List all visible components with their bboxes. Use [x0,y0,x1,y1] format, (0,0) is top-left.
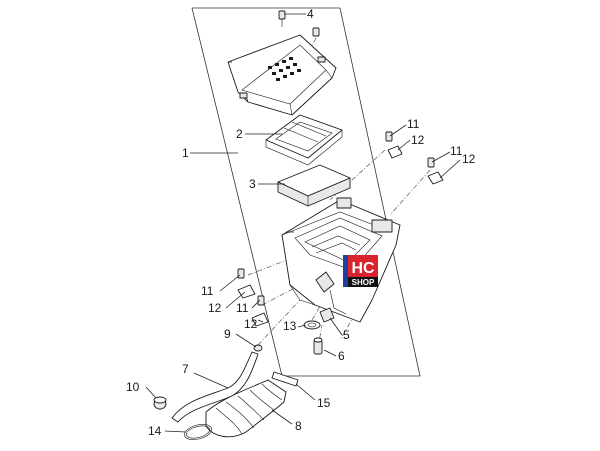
watermark-red-block [348,255,378,277]
callout-12-left-lower: 12 [244,317,258,331]
callout-1: 1 [182,146,189,160]
leader-lines [145,13,461,433]
part-2-filter-frame [265,114,343,166]
part-9-clamp [253,344,263,352]
callout-11-upper: 11 [407,117,420,131]
part-11-12-clip-left-lower [251,295,269,327]
callout-labels: 1 2 3 4 5 6 7 8 9 10 11 12 11 12 11 12 1… [126,7,476,438]
part-11-12-clip-right [427,157,444,185]
callout-2: 2 [236,127,243,141]
assembly-frame [191,7,421,377]
part-6-plug [313,337,323,355]
part-13-clamp [303,320,321,330]
watermark-black-block [348,277,378,287]
callout-3: 3 [249,177,256,191]
callout-13: 13 [283,319,297,333]
callout-4: 4 [307,7,314,21]
part-14-hose-clamp [184,424,212,440]
callout-15: 15 [317,396,331,410]
callout-11-left: 11 [201,284,214,298]
watermark-blue-bar [343,255,348,287]
part-airbox-cover [227,34,337,116]
callout-14: 14 [148,424,162,438]
callout-12-left: 12 [208,301,222,315]
hc-shop-watermark: HC SHOP [343,255,378,287]
callout-7: 7 [182,362,189,376]
watermark-line1: HC [351,260,375,277]
watermark-line2: SHOP [352,278,375,287]
callout-11-right: 11 [450,144,463,158]
part-4-screws [278,10,320,37]
callout-11-left-lower: 11 [236,301,249,315]
part-15-sleeve [271,371,299,387]
callout-6: 6 [338,349,345,363]
callout-12-upper: 12 [411,133,425,147]
part-8-intake-duct [205,379,287,438]
callout-5: 5 [343,328,350,342]
part-7-breather-tube [171,351,259,423]
part-10-cap [153,396,167,410]
callout-8: 8 [295,419,302,433]
part-3-filter-element [277,164,351,207]
callout-12-right: 12 [462,152,476,166]
part-airbox-body [281,197,401,323]
part-11-12-clip-upper [385,131,403,159]
callout-9: 9 [224,327,231,341]
callout-10: 10 [126,380,140,394]
cover-label-grid [268,57,301,81]
